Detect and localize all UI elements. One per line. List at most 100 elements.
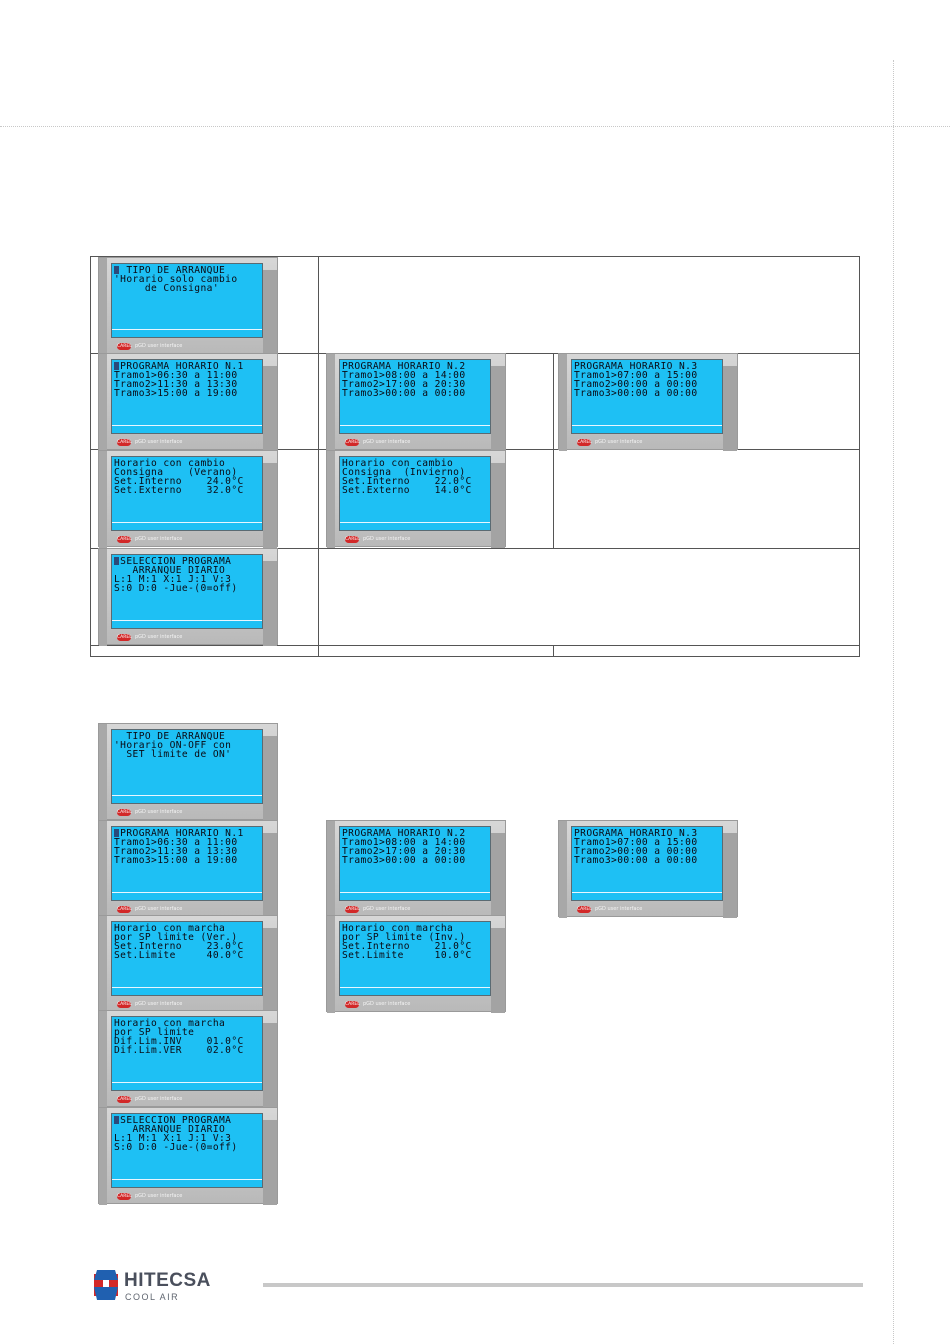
lcd-cursor-icon [114, 1116, 119, 1124]
carel-logo-icon: CAREL [345, 536, 360, 543]
lcd-text-line: PROGRAMA HORARIO N.3 [574, 828, 698, 839]
lcd-bezel [559, 821, 567, 918]
lcd-text-line: L:1 M:1 X:1 J:1 V:3 [114, 574, 232, 585]
lcd-text-line: TIPO DE ARRANQUE [114, 731, 226, 742]
carel-logo-icon: CAREL [117, 343, 132, 350]
lcd-text-line: Tramo1>08:00 a 14:00 [342, 837, 466, 848]
pgd-label: pGD user interface [363, 906, 411, 912]
pgd-label: pGD user interface [595, 906, 643, 912]
carel-logo-icon: CAREL [117, 439, 132, 446]
lcd-text-line: Set.Externo 14.0°C [342, 485, 472, 496]
pgd-label: pGD user interface [363, 1001, 411, 1007]
lcd-text-line: Tramo2>11:30 a 13:30 [114, 846, 238, 857]
table-cell-empty [553, 645, 860, 657]
table-cell-empty [553, 449, 860, 549]
lcd-underline [112, 1179, 262, 1180]
lcd-text-line: por SP limite (Ver.) [114, 932, 238, 943]
table-cell-empty [318, 548, 860, 646]
lcd-text-line: TIPO DE ARRANQUE [114, 265, 226, 276]
lcd-bezel [263, 736, 277, 821]
lcd-bezel [263, 1023, 277, 1108]
lcd-bezel [263, 366, 277, 451]
lcd-bezel [99, 549, 107, 646]
lcd-bezel [723, 366, 737, 451]
lcd-bezel [263, 463, 277, 548]
carel-logo-icon: CAREL [577, 906, 592, 913]
lcd-text-line: Tramo1>07:00 a 15:00 [574, 837, 698, 848]
carel-logo-icon: CAREL [117, 809, 132, 816]
lcd-underline [340, 425, 490, 426]
lcd-text-line: Set.Limite 40.0°C [114, 950, 244, 961]
pgd-label: pGD user interface [363, 439, 411, 445]
pgd-label: pGD user interface [135, 1193, 183, 1199]
lcd-underline [340, 987, 490, 988]
carel-logo-icon: CAREL [345, 906, 360, 913]
lcd-text-line: PROGRAMA HORARIO N.2 [342, 361, 466, 372]
logo-title: HITECSA [124, 1270, 211, 1291]
lcd-bezel [327, 821, 335, 918]
lcd-text-line: Set.Limite 10.0°C [342, 950, 472, 961]
lcd-text-line: Tramo2>00:00 a 00:00 [574, 846, 698, 857]
lcd-underline [112, 620, 262, 621]
lcd-underline [572, 892, 722, 893]
lcd-text-line: Horario con marcha [342, 923, 454, 934]
pgd-label: pGD user interface [363, 536, 411, 542]
lcd-text-line: Tramo2>17:00 a 20:30 [342, 846, 466, 857]
lcd-text-line: PROGRAMA HORARIO N.3 [574, 361, 698, 372]
lcd-cursor-icon [114, 362, 119, 370]
lcd-text-line: Tramo3>15:00 a 19:00 [114, 388, 238, 399]
carel-logo-icon: CAREL [117, 1096, 132, 1103]
lcd-text-line: Horario con cambio [114, 458, 226, 469]
lcd-bezel [327, 354, 335, 451]
lcd-text-line: Tramo1>08:00 a 14:00 [342, 370, 466, 381]
lcd-bezel [491, 928, 505, 1013]
lcd-text-line: Tramo1>07:00 a 15:00 [574, 370, 698, 381]
lcd-bezel [263, 928, 277, 1013]
lcd-text-line: Consigna (Verano) [114, 467, 238, 478]
lcd-bezel [263, 833, 277, 918]
lcd-text-line: PROGRAMA HORARIO N.1 [114, 828, 244, 839]
lcd-bezel [99, 1108, 107, 1205]
lcd-text-line: Set.Interno 24.0°C [114, 476, 244, 487]
lcd-text-line: PROGRAMA HORARIO N.1 [114, 361, 244, 372]
hitecsa-logo-icon [94, 1270, 118, 1300]
lcd-bezel [99, 916, 107, 1013]
lcd-text-line: Horario con marcha [114, 1018, 226, 1029]
lcd-text-line: ARRANQUE DIARIO [114, 1124, 226, 1135]
lcd-text-line: SELECCION PROGRAMA [114, 556, 232, 567]
lcd-text-line: Tramo2>00:00 a 00:00 [574, 379, 698, 390]
lcd-text-line: Set.Interno 21.0°C [342, 941, 472, 952]
lcd-text-line: 'Horario solo cambio [114, 274, 238, 285]
lcd-cursor-icon [114, 557, 119, 565]
lcd-text-line: SELECCION PROGRAMA [114, 1115, 232, 1126]
lcd-cursor-icon [114, 266, 119, 274]
lcd-text-line: Dif.Lim.VER 02.0°C [114, 1045, 244, 1056]
lcd-text-line: Tramo3>15:00 a 19:00 [114, 855, 238, 866]
logo-subtitle: COOL AIR [125, 1292, 180, 1302]
lcd-bezel [559, 354, 567, 451]
lcd-underline [112, 329, 262, 330]
lcd-underline [112, 522, 262, 523]
lcd-text-line: Tramo1>06:30 a 11:00 [114, 370, 238, 381]
carel-logo-icon: CAREL [117, 906, 132, 913]
lcd-text-line: Set.Interno 23.0°C [114, 941, 244, 952]
lcd-text-line: por SP limite (Inv.) [342, 932, 466, 943]
lcd-bezel [327, 451, 335, 548]
lcd-text-line: 'Horario ON-OFF con [114, 740, 232, 751]
lcd-bezel [723, 833, 737, 918]
pgd-label: pGD user interface [595, 439, 643, 445]
carel-logo-icon: CAREL [117, 1193, 132, 1200]
lcd-bezel [99, 724, 107, 821]
